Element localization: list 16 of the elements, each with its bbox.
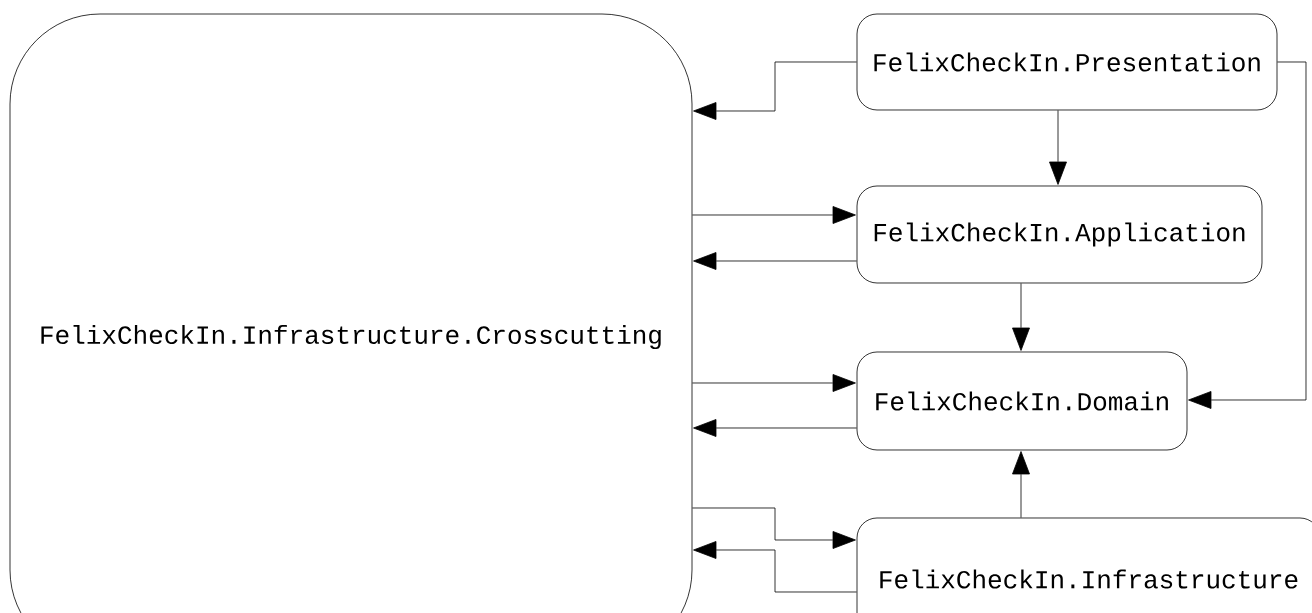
arrow bbox=[692, 374, 856, 392]
arrow bbox=[692, 507, 856, 549]
arrow bbox=[1049, 110, 1067, 185]
arrow bbox=[1012, 283, 1030, 351]
arrow bbox=[693, 61, 857, 120]
arrow bbox=[692, 206, 856, 224]
layer-box: FelixCheckIn.Application bbox=[856, 185, 1263, 284]
layer-box: FelixCheckIn.Infrastructure.Crosscutting bbox=[9, 13, 693, 613]
arrow bbox=[1188, 61, 1307, 409]
arrow bbox=[1012, 451, 1030, 518]
arrow bbox=[693, 541, 857, 593]
layer-box: FelixCheckIn.Domain bbox=[856, 351, 1188, 451]
arrow bbox=[693, 419, 857, 437]
arrow bbox=[693, 252, 857, 270]
layer-box: FelixCheckIn.Presentation bbox=[856, 13, 1278, 111]
layer-box: FelixCheckIn.Infrastructure bbox=[856, 517, 1312, 613]
